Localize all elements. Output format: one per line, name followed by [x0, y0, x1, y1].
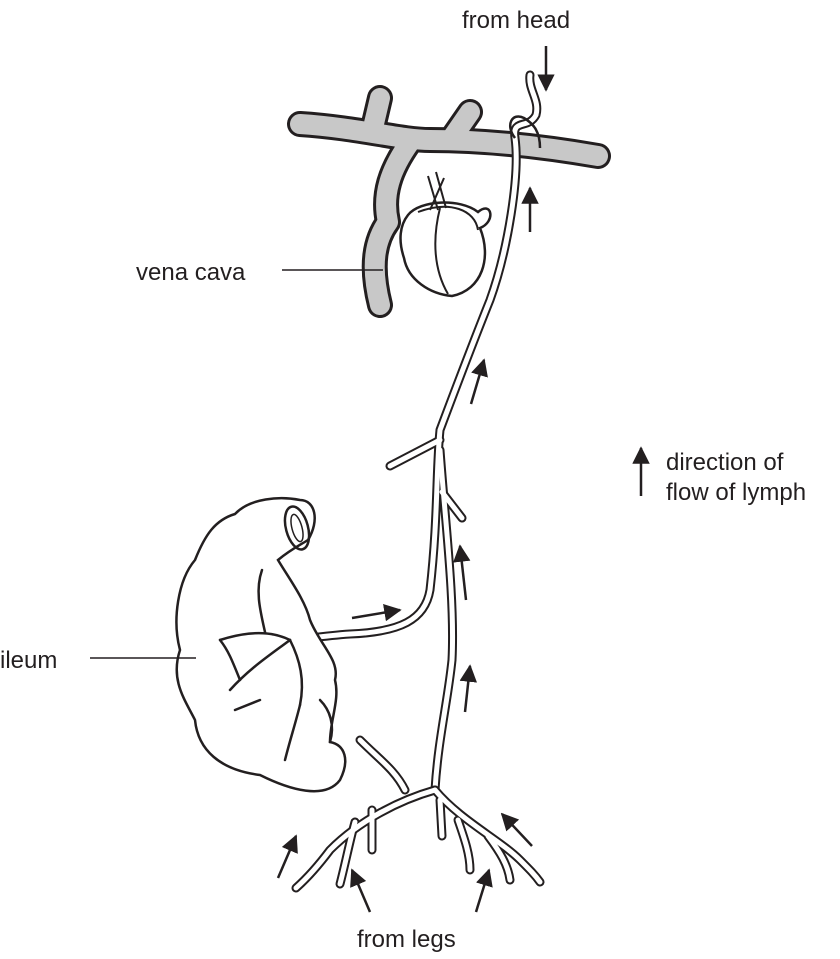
- arrow-leg-2: [352, 870, 370, 912]
- ileum: [176, 498, 345, 791]
- arrow-leg-3: [476, 870, 489, 912]
- label-from-legs: from legs: [357, 926, 456, 953]
- arrow-right-ileum: [352, 610, 400, 618]
- heart: [401, 172, 491, 296]
- legend-line-2: flow of lymph: [666, 479, 806, 506]
- label-from-head: from head: [462, 7, 570, 34]
- arrow-up-2: [471, 360, 484, 404]
- arrow-up-4: [465, 666, 470, 712]
- arrow-up-3: [460, 546, 466, 600]
- label-vena-cava: vena cava: [136, 259, 246, 286]
- arrow-leg-4: [502, 814, 532, 846]
- legend-line-1: direction of: [666, 449, 784, 476]
- arrow-leg-1: [278, 836, 296, 878]
- label-ileum: ileum: [0, 647, 57, 674]
